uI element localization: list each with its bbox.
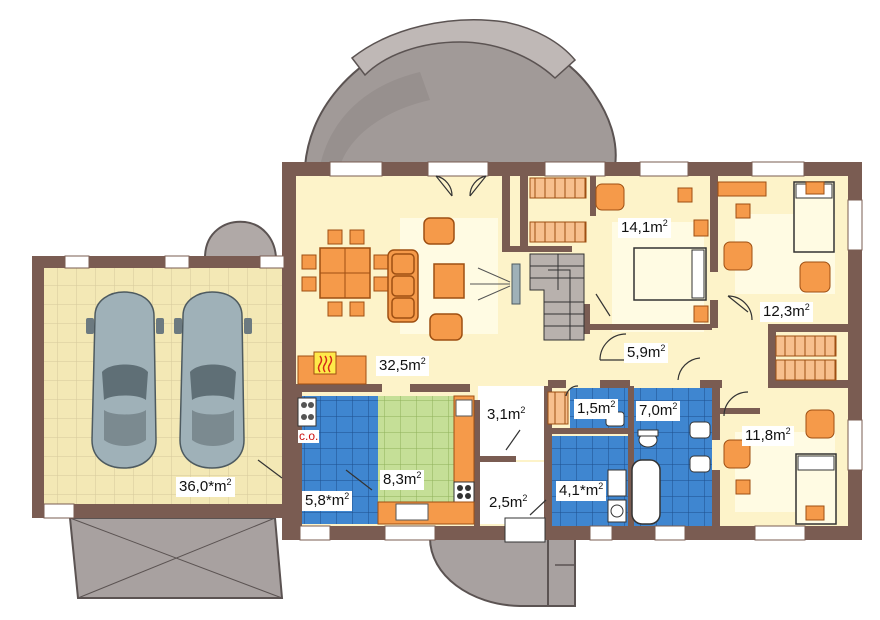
windows — [43, 161, 863, 541]
tv-set — [470, 263, 521, 305]
wardrobe-vestibule — [547, 391, 569, 425]
vestibule-area-label: 3,1m2 — [484, 405, 529, 425]
bedroom1-furniture — [595, 183, 709, 323]
fireplace — [297, 351, 367, 385]
bedroom2-furniture — [717, 181, 835, 293]
car-left — [86, 291, 164, 469]
staircase — [529, 253, 585, 341]
laundry-area-label: 4,1*m2 — [556, 481, 607, 501]
bedroom3-furniture — [723, 409, 837, 525]
bedroom2-area-label: 12,3m2 — [760, 302, 813, 322]
bath-area-label: 7,0m2 — [636, 401, 681, 421]
doors — [257, 175, 753, 516]
wardrobe-hall2 — [775, 359, 837, 381]
entrance-roof — [428, 537, 576, 607]
interior-walls — [296, 176, 848, 526]
wc-area-label: 1,5m2 — [574, 399, 619, 419]
small-roof — [203, 220, 278, 259]
kitchen-area-label: 8,3m2 — [380, 470, 425, 490]
boiler-area-label: 5,8*m2 — [302, 491, 353, 511]
kitchen-counter — [377, 395, 475, 525]
entrance-step — [504, 517, 546, 543]
car-right — [174, 291, 252, 469]
hall-area-label: 5,9m2 — [624, 343, 669, 363]
wardrobe-stair2 — [529, 221, 587, 243]
entry-area-label: 2,5m2 — [486, 493, 531, 513]
boiler-equipment — [297, 397, 317, 427]
boiler-tag: c.o. — [298, 429, 320, 443]
bedroom1-area-label: 14,1m2 — [618, 218, 671, 238]
bedroom3-area-label: 11,8m2 — [742, 426, 794, 446]
living-area-label: 32,5m2 — [376, 356, 429, 376]
dining-set — [301, 229, 389, 317]
bay-roof-top — [303, 19, 617, 167]
garage-area-label: 36,0*m2 — [176, 477, 235, 497]
wardrobe-hall1 — [775, 335, 837, 357]
garage-floor — [32, 256, 284, 516]
wardrobe-stair — [529, 177, 587, 199]
sofa-set — [387, 217, 465, 341]
